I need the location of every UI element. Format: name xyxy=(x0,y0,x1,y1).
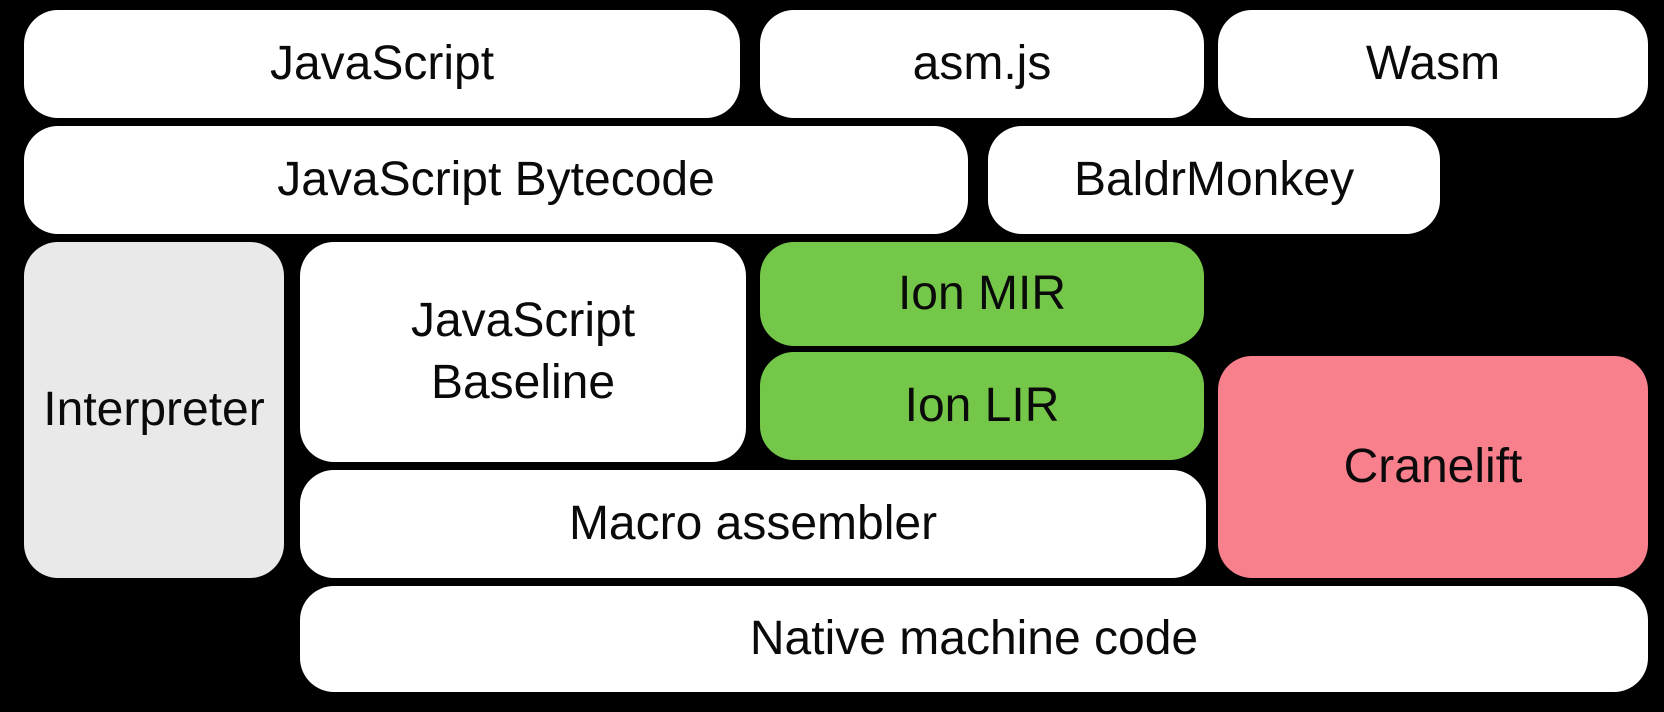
node-javascript-bytecode-label: JavaScript Bytecode xyxy=(277,152,715,206)
node-macro-assembler-label: Macro assembler xyxy=(568,496,938,550)
node-wasm-label: Wasm xyxy=(1365,36,1501,90)
node-baldrmonkey-label: BaldrMonkey xyxy=(1073,152,1355,206)
node-asmjs-label: asm.js xyxy=(912,36,1052,90)
node-cranelift: Cranelift xyxy=(1218,356,1648,578)
node-asmjs: asm.js xyxy=(760,10,1204,118)
node-javascript: JavaScript xyxy=(24,10,740,118)
node-native-machine-code-label: Native machine code xyxy=(749,611,1199,665)
node-wasm: Wasm xyxy=(1218,10,1648,118)
node-ion-mir-label: Ion MIR xyxy=(897,266,1067,320)
node-javascript-bytecode: JavaScript Bytecode xyxy=(24,126,968,234)
node-javascript-baseline: JavaScript Baseline xyxy=(300,242,746,462)
node-interpreter-label: Interpreter xyxy=(43,382,265,436)
node-ion-lir-label: Ion LIR xyxy=(904,378,1060,432)
node-cranelift-label: Cranelift xyxy=(1343,439,1523,493)
node-ion-mir: Ion MIR xyxy=(760,242,1204,346)
node-javascript-baseline-label: JavaScript Baseline xyxy=(410,293,636,409)
node-javascript-label: JavaScript xyxy=(269,36,495,90)
node-interpreter: Interpreter xyxy=(24,242,284,578)
node-baldrmonkey: BaldrMonkey xyxy=(988,126,1440,234)
node-ion-lir: Ion LIR xyxy=(760,352,1204,460)
node-macro-assembler: Macro assembler xyxy=(300,470,1206,578)
node-native-machine-code: Native machine code xyxy=(300,586,1648,692)
